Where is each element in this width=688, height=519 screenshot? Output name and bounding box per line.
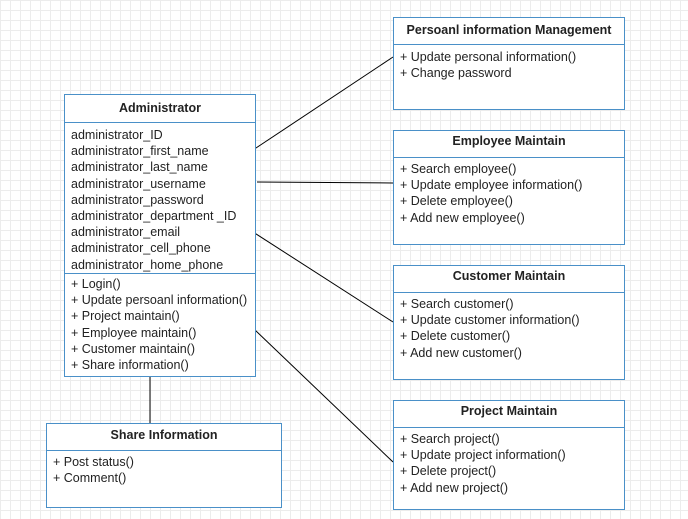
method-line: + Update personal information() [400,50,577,64]
method-line: + Search employee() [400,162,517,176]
method-line: + Delete employee() [400,194,513,209]
attribute-line: administrator_ID [71,128,163,142]
method-line: + Add new customer() [400,345,522,360]
method-line: + Update employee information() [400,178,583,193]
method-line: + Search project() [400,432,500,446]
method-line: + Change password [400,66,512,81]
share-info-methods: + Post status() + Comment() [47,451,281,486]
method-line: + Login() [71,277,121,291]
method-line: + Update customer information() [400,313,580,328]
attribute-line: administrator_username [71,176,206,191]
share-info-class-title: Share Information [47,424,281,451]
method-line: + Share information() [71,358,189,373]
method-line: + Delete customer() [400,329,511,344]
administrator-attributes: administrator_ID administrator_first_nam… [65,123,255,274]
attribute-line: administrator_department _ID [71,209,237,224]
method-line: + Update persoanl information() [71,293,248,308]
method-line: + Update project information() [400,448,566,463]
attribute-line: administrator_cell_phone [71,241,211,256]
method-line: + Add new employee() [400,210,525,225]
attribute-line: administrator_home_phone [71,257,224,272]
project-methods: + Search project() + Update project info… [394,428,624,496]
method-line: + Search customer() [400,297,514,311]
employee-class-title: Employee Maintain [394,131,624,158]
personal-info-class-title: Persoanl information Management [394,18,624,45]
customer-methods: + Search customer() + Update customer in… [394,293,624,361]
customer-class-box[interactable]: Customer Maintain + Search customer() + … [393,265,625,380]
method-line: + Comment() [53,471,127,486]
personal-info-methods: + Update personal information() + Change… [394,45,624,81]
method-line: + Customer maintain() [71,341,195,356]
administrator-methods: + Login() + Update persoanl information(… [65,274,255,373]
connector-admin-personal-info [252,56,394,151]
administrator-class-box[interactable]: Administrator administrator_ID administr… [64,94,256,377]
employee-class-box[interactable]: Employee Maintain + Search employee() + … [393,130,625,245]
project-class-box[interactable]: Project Maintain + Search project() + Up… [393,400,625,510]
connector-admin-customer [252,231,394,323]
administrator-class-title: Administrator [65,95,255,123]
method-line: + Add new project() [400,480,509,495]
method-line: + Post status() [53,455,134,469]
personal-info-class-box[interactable]: Persoanl information Management + Update… [393,17,625,110]
attribute-line: administrator_last_name [71,160,208,175]
customer-class-title: Customer Maintain [394,266,624,293]
method-line: + Delete project() [400,464,497,479]
employee-methods: + Search employee() + Update employee in… [394,158,624,226]
attribute-line: administrator_first_name [71,144,209,159]
share-info-class-box[interactable]: Share Information + Post status() + Comm… [46,423,282,508]
attribute-line: administrator_password [71,192,204,207]
method-line: + Project maintain() [71,309,180,324]
project-class-title: Project Maintain [394,401,624,428]
connector-admin-employee [256,181,394,184]
method-line: + Employee maintain() [71,325,197,340]
attribute-line: administrator_email [71,225,181,240]
